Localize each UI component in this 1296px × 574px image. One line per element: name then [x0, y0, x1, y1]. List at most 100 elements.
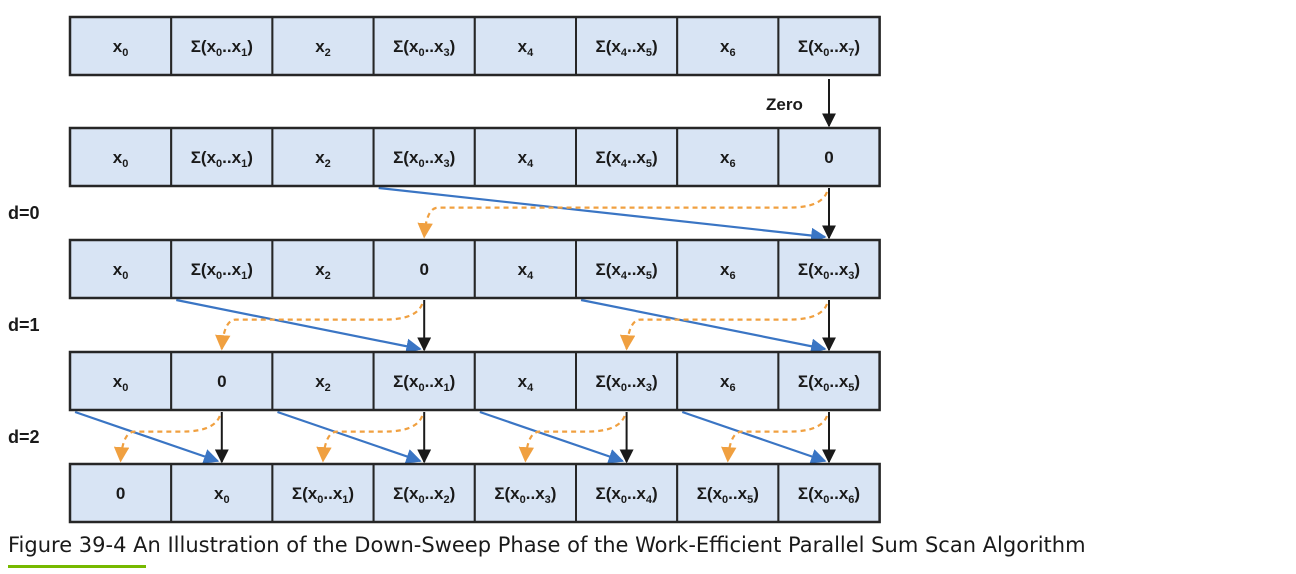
- cell-value: Σ(x0​..x1​): [191, 148, 253, 170]
- cell-value: Σ(x0​..x4​): [596, 484, 658, 506]
- cell-text-part: 0: [217, 372, 226, 391]
- row-border: [68, 238, 881, 300]
- cell-text-part: ..x: [222, 148, 241, 167]
- cell-value: 0: [116, 484, 125, 503]
- cell-value: x0​: [113, 372, 129, 394]
- cell-subscript: 1: [241, 158, 247, 170]
- cell-text-part: ): [450, 148, 456, 167]
- cell-box: [575, 127, 679, 187]
- cell-box: [69, 127, 173, 187]
- cell-value: Σ(x0​..x1​): [191, 260, 253, 282]
- cell-value: Σ(x0​..x3​): [596, 372, 658, 394]
- cell-value: x6​: [720, 37, 736, 59]
- cell-text-part: ): [854, 372, 860, 391]
- cell-subscript: 6: [729, 270, 735, 282]
- cell-text-part: Σ(x: [798, 484, 824, 503]
- cell-box: [271, 351, 375, 411]
- cell-subscript: 6: [729, 47, 735, 59]
- cell-text-part: ..x: [526, 484, 545, 503]
- cell-subscript: 4: [646, 494, 653, 506]
- cell-value: x0​: [113, 260, 129, 282]
- cell-text-part: x: [315, 37, 325, 56]
- cell-box: [69, 463, 173, 523]
- cell-value: Σ(x0​..x3​): [798, 260, 860, 282]
- cell-text-part: ..x: [829, 37, 848, 56]
- cell-value: Σ(x0​..x5​): [798, 372, 860, 394]
- cell-subscript: 2: [443, 494, 449, 506]
- cell-text-part: ): [247, 260, 253, 279]
- cell-text-part: x: [113, 260, 123, 279]
- cell-value: Σ(x4​..x5​): [596, 260, 658, 282]
- cell-box: [372, 463, 476, 523]
- cell-box: [170, 127, 274, 187]
- cell-text-part: ..x: [627, 372, 646, 391]
- cell-text-part: ..x: [323, 484, 342, 503]
- cell-text-part: x: [214, 484, 224, 503]
- cell-subscript: 5: [646, 47, 652, 59]
- cell-text-part: ..x: [728, 484, 747, 503]
- cell-text-part: Σ(x: [596, 37, 622, 56]
- cell-text-part: ..x: [425, 37, 444, 56]
- cell-row: x0​Σ(x0​..x1​)x2​Σ(x0​..x3​)x4​Σ(x4​..x5…: [68, 126, 881, 188]
- cell-subscript: 2: [325, 270, 331, 282]
- down-sweep-diagram: x0​ Σ(x0​..x1​) x2​ Σ(x0​..x3​) x4​ Σ(x4​..x5…: [8, 15, 881, 524]
- cell-subscript: 4: [527, 47, 534, 59]
- cell-subscript: 0: [216, 270, 222, 282]
- cell-box: [271, 16, 375, 76]
- cell-text-part: ..x: [222, 260, 241, 279]
- level-label: d=2: [8, 427, 40, 447]
- cell-text-part: x: [315, 148, 325, 167]
- cell-subscript: 0: [317, 494, 323, 506]
- cell-text-part: Σ(x: [393, 484, 419, 503]
- cell-row: x0​Σ(x0​..x1​)x2​0x4​Σ(x4​..x5​)x6​Σ(x0​…: [68, 238, 881, 300]
- sum-arrow: [681, 410, 827, 464]
- cell-box: [777, 127, 881, 187]
- cell-text-part: x: [518, 148, 528, 167]
- cell-subscript: 3: [848, 270, 854, 282]
- swap-arrow: [417, 191, 829, 239]
- cell-text-part: ..x: [829, 372, 848, 391]
- cell-row: 0x0​Σ(x0​..x1​)Σ(x0​..x2​)Σ(x0​..x3​)Σ(x…: [68, 462, 881, 524]
- cell-text-part: ): [450, 37, 456, 56]
- cell-text-part: Σ(x: [494, 484, 520, 503]
- cell-subscript: 0: [823, 270, 829, 282]
- cell-text-part: x: [720, 260, 730, 279]
- rows-layer: x0​ Σ(x0​..x1​) x2​ Σ(x0​..x3​) x4​ Σ(x4​..x5…: [68, 15, 881, 524]
- cell-text-part: ..x: [829, 484, 848, 503]
- cell-text-part: Σ(x: [393, 37, 419, 56]
- cell-text-part: Σ(x: [596, 260, 622, 279]
- cell-text-part: x: [720, 372, 730, 391]
- cell-text-part: x: [315, 372, 325, 391]
- cell-subscript: 4: [621, 47, 628, 59]
- cell-value: x4​: [518, 372, 534, 394]
- swap-arrow: [316, 415, 424, 463]
- row-border: [68, 126, 881, 188]
- cell-text-part: x: [720, 37, 730, 56]
- cell-subscript: 4: [527, 158, 534, 170]
- cell-subscript: 0: [122, 158, 128, 170]
- cell-box: [473, 351, 577, 411]
- cell-text-part: ): [247, 37, 253, 56]
- cell-text-part: Σ(x: [697, 484, 723, 503]
- cell-box: [575, 16, 679, 76]
- cell-text-part: Σ(x: [393, 148, 419, 167]
- cell-subscript: 0: [722, 494, 728, 506]
- cell-text-part: ): [652, 484, 658, 503]
- cell-value: x2​: [315, 372, 331, 394]
- cell-value: 0: [217, 372, 226, 391]
- cell-text-part: Σ(x: [292, 484, 318, 503]
- cell-subscript: 1: [443, 382, 449, 394]
- swap-arrow: [518, 415, 626, 463]
- cell-subscript: 0: [418, 382, 424, 394]
- cell-text-part: ): [652, 37, 658, 56]
- row-border: [68, 350, 881, 412]
- cell-text-part: ): [854, 260, 860, 279]
- cell-subscript: 6: [729, 382, 735, 394]
- cell-text-part: Σ(x: [596, 372, 622, 391]
- cell-text-part: x: [113, 148, 123, 167]
- row-border: [68, 15, 881, 77]
- swap-arrow: [215, 303, 424, 351]
- cell-subscript: 1: [241, 270, 247, 282]
- cell-text-part: Σ(x: [798, 372, 824, 391]
- cell-subscript: 0: [122, 270, 128, 282]
